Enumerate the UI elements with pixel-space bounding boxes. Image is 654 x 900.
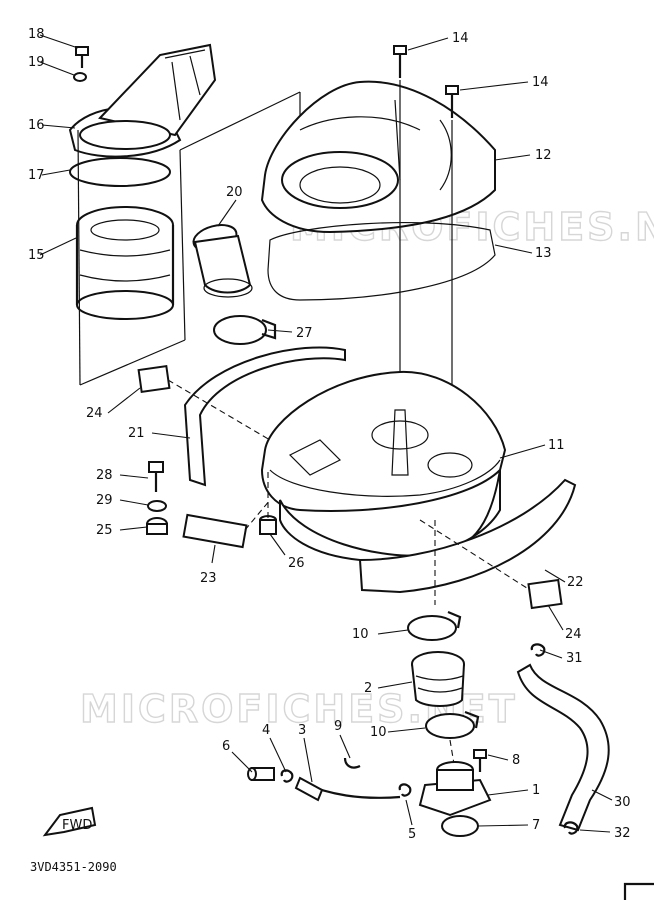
callout-2: 2 <box>364 681 372 696</box>
ring-17 <box>69 157 171 187</box>
joint-2 <box>411 651 465 707</box>
intake-duct-16 <box>68 43 217 158</box>
fwd-arrow-icon: FWD <box>42 806 97 837</box>
callout-24b: 24 <box>565 627 582 642</box>
callout-8: 8 <box>512 753 520 768</box>
drain-hose-30 <box>516 663 610 832</box>
fwd-label: FWD <box>62 818 92 833</box>
screw-8 <box>473 749 487 772</box>
callout-20: 20 <box>226 185 243 200</box>
airbox-cover-12 <box>260 80 496 234</box>
callout-29: 29 <box>96 493 113 508</box>
callout-26: 26 <box>288 556 305 571</box>
clamp-27 <box>213 315 277 345</box>
plate-7 <box>441 815 479 837</box>
callout-18: 18 <box>28 27 45 42</box>
plug-6 <box>247 767 275 781</box>
washer-29 <box>147 500 167 512</box>
clip-32 <box>563 821 579 835</box>
callout-25: 25 <box>96 523 113 538</box>
callout-11: 11 <box>548 438 565 453</box>
band-22 <box>358 478 577 594</box>
band-21 <box>183 346 346 487</box>
screw-14-right <box>445 85 459 118</box>
filter-element-15 <box>75 206 175 320</box>
airbox-case-11 <box>260 370 507 562</box>
clip-31 <box>530 643 546 657</box>
clip-9 <box>343 757 361 769</box>
joint-1 <box>418 761 492 817</box>
callout-32: 32 <box>614 826 631 841</box>
callout-24a: 24 <box>86 406 103 421</box>
callout-13: 13 <box>535 246 552 261</box>
pad-24-lower <box>527 578 563 610</box>
callout-10b: 10 <box>370 725 387 740</box>
callout-4: 4 <box>262 723 270 738</box>
clamp-10-lower <box>425 710 480 739</box>
callout-10a: 10 <box>352 627 369 642</box>
callout-14b: 14 <box>532 75 549 90</box>
collar-26 <box>259 515 277 535</box>
callout-28: 28 <box>96 468 113 483</box>
callout-15: 15 <box>28 248 45 263</box>
clamp-10-upper <box>407 610 462 641</box>
part-code: 3VD4351-2090 <box>30 860 117 874</box>
clip-5 <box>398 783 412 797</box>
bolt-28 <box>148 461 164 492</box>
callout-22: 22 <box>567 575 584 590</box>
callout-3: 3 <box>298 723 306 738</box>
callout-7: 7 <box>532 818 540 833</box>
gasket-13 <box>267 222 496 301</box>
callouts: 18 19 16 17 15 14 14 12 13 20 27 24 21 1… <box>28 27 631 842</box>
callout-16: 16 <box>28 118 45 133</box>
screw-14-left <box>393 45 407 78</box>
corner-mark <box>623 882 654 900</box>
callout-27: 27 <box>296 326 313 341</box>
leader-lines <box>39 34 613 833</box>
pad-23 <box>182 513 248 549</box>
callout-14a: 14 <box>452 31 469 46</box>
callout-1: 1 <box>532 783 540 798</box>
callout-21: 21 <box>128 426 145 441</box>
washer-19 <box>73 72 87 82</box>
callout-23: 23 <box>200 571 217 586</box>
callout-9: 9 <box>334 719 342 734</box>
callout-19: 19 <box>28 55 45 70</box>
callout-30: 30 <box>614 795 631 810</box>
pad-24-upper <box>137 365 171 393</box>
funnel-20 <box>192 224 253 298</box>
callout-12: 12 <box>535 148 552 163</box>
bolt-18 <box>75 46 89 68</box>
callout-17: 17 <box>28 168 45 183</box>
clip-4 <box>280 769 294 783</box>
callout-6: 6 <box>222 739 230 754</box>
callout-5: 5 <box>408 827 416 842</box>
grommet-25 <box>146 517 168 535</box>
callout-31: 31 <box>566 651 583 666</box>
